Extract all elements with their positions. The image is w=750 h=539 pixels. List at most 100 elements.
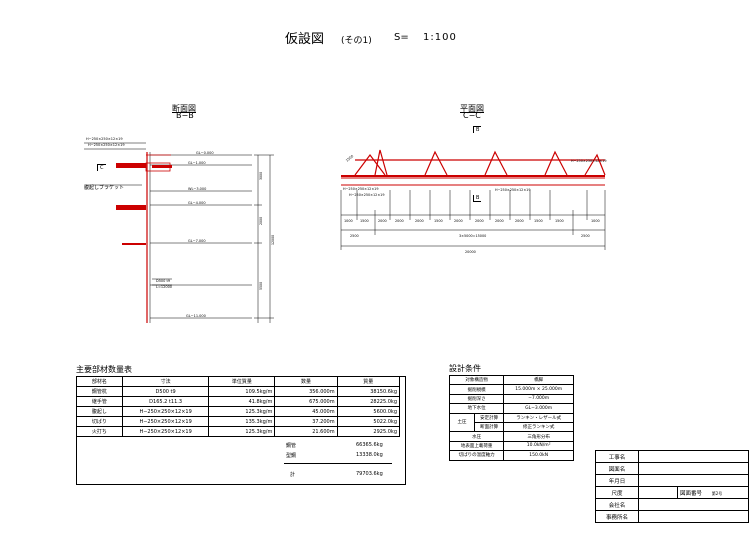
cell: 土圧 — [449, 412, 475, 433]
cell: 135.3kg/m — [208, 416, 276, 427]
level-label: WL−3.000 — [188, 187, 206, 191]
cell: 図面番号 第2号 — [677, 486, 749, 499]
level-label: GL−1.000 — [188, 161, 206, 165]
cell: 41.8kg/m — [208, 396, 276, 407]
spacing-label: 1000 — [591, 219, 600, 223]
drawing-number-label: 図面番号 — [680, 490, 703, 497]
header-cell: 部材名 — [76, 376, 123, 387]
cell: 21.600m — [274, 426, 338, 437]
total-value: 79703.6kg — [356, 471, 383, 477]
cell: 125.3kg/m — [208, 406, 276, 417]
spacing-label: 2000 — [395, 219, 404, 223]
cell: 109.5kg/m — [208, 386, 276, 397]
cell — [638, 474, 749, 487]
cell: 切ばりの温度軸力 — [448, 450, 505, 461]
drawing-title: 仮設図 — [285, 32, 325, 47]
drawing-number-value: 第2号 — [711, 490, 723, 496]
dim-label: 3000 — [259, 172, 263, 180]
cell: 28225.0kg — [336, 396, 401, 407]
spacing-label: 1500 — [555, 219, 564, 223]
beam-spec-label: H−250×250×12×19 — [343, 187, 379, 191]
cell: 鋼管杭 — [76, 386, 123, 397]
cell: 2925.0kg — [336, 426, 401, 437]
cell: 年月日 — [595, 474, 639, 487]
cell: 5600.0kg — [336, 406, 401, 417]
table-row: 図面名 — [595, 462, 749, 475]
title-block: 工事名 図面名 年月日 尺度 図面番号 第2号 会社名 事務所名 — [595, 450, 749, 523]
table-row: 会社名 — [595, 498, 749, 511]
table-row: 土圧 安定計算 ランキン・レザール式 — [449, 412, 574, 433]
spacing-label: 1500 — [434, 219, 443, 223]
cell: 対象構造物 — [448, 374, 505, 386]
table-row: 対象構造物橋脚 — [448, 374, 574, 386]
dim-row2-label: 2500 — [350, 234, 359, 238]
cell: 地表面上載荷重 — [448, 440, 505, 452]
spacing-label: 1000 — [344, 219, 353, 223]
cell: −7.000m — [503, 393, 574, 405]
cell — [638, 486, 678, 499]
design-heading: 設計条件 — [449, 364, 481, 373]
subtotal-label-shape-steel: 型鋼 — [286, 453, 297, 459]
cell: H−250×250×12×19 — [121, 406, 210, 417]
subtotal-value-steel-pipe: 66365.6kg — [356, 442, 383, 448]
cell: 125.3kg/m — [208, 426, 276, 437]
cell: 37.200m — [274, 416, 338, 427]
table-row: 火打ち H−250×250×12×19 125.3kg/m 21.600m 29… — [76, 426, 401, 437]
pile-label: L=12000 — [156, 285, 172, 289]
cell — [638, 498, 749, 511]
cell — [638, 450, 749, 463]
dim-label: 12000 — [271, 235, 275, 245]
cell: 地下水位 — [448, 403, 505, 414]
header-cell: 寸法 — [121, 376, 210, 387]
spacing-label: 2000 — [515, 219, 524, 223]
cell: 10.0kN/m² — [503, 440, 574, 452]
cell: 三角形分布 — [503, 431, 574, 442]
dim-row2-label: 3×5000=15000 — [459, 234, 486, 238]
subtotal-value-shape-steel: 13338.0kg — [356, 452, 383, 458]
cell: 38150.6kg — [336, 386, 401, 397]
cell: 356.000m — [274, 386, 338, 397]
cell: 150.0kN — [503, 450, 574, 461]
table-row: 掘削深さ−7.000m — [448, 393, 574, 405]
cell — [638, 510, 749, 523]
level-label: GL−4.000 — [188, 201, 206, 205]
spacing-label: 2000 — [415, 219, 424, 223]
cell: 工事名 — [595, 450, 639, 463]
dim-label: 5500 — [259, 282, 263, 290]
cell: 尺度 — [595, 486, 639, 499]
spacing-label: 2000 — [378, 219, 387, 223]
total-label: 計 — [290, 472, 296, 478]
level-label: GL−7.000 — [188, 239, 206, 243]
cell: 5022.0kg — [336, 416, 401, 427]
cell: D500 t9 — [121, 386, 210, 397]
cell: ランキン・レザール式 — [503, 412, 574, 423]
cell: H−250×250×12×19 — [121, 426, 210, 437]
subtotal-label-steel-pipe: 鋼管 — [286, 443, 297, 449]
cell — [638, 462, 749, 475]
table-row: 鋼管杭 D500 t9 109.5kg/m 356.000m 38150.6kg — [76, 386, 401, 397]
table-row: 切ばり H−250×250×12×19 135.3kg/m 37.200m 50… — [76, 416, 401, 427]
bracket-label: 腹起しブラケット — [84, 185, 125, 191]
beam-spec-label: H−250×250×12×19 — [571, 159, 607, 163]
plan-view-title: 平面図 — [460, 104, 484, 113]
total-divider — [284, 463, 392, 464]
cell: D165.2 t11.3 — [121, 396, 210, 407]
table-row: 継手管 D165.2 t11.3 41.8kg/m 675.000m 28225… — [76, 396, 401, 407]
table-row: 工事名 — [595, 450, 749, 463]
spacing-label: 2000 — [454, 219, 463, 223]
beam-spec-label: H−250×250×12×19 — [86, 137, 123, 141]
section-view-label: B−B — [176, 111, 194, 120]
cell: H−250×250×12×19 — [121, 416, 210, 427]
spacing-label: 2000 — [495, 219, 504, 223]
drawing-subtitle: (その1) — [341, 36, 372, 46]
dim-1500-label: 1500 — [345, 154, 354, 163]
header-cell: 数量 — [274, 376, 338, 387]
cell: 事務所名 — [595, 510, 639, 523]
cell: 図面名 — [595, 462, 639, 475]
cell: 15.000m × 25.000m — [503, 384, 574, 395]
cell: GL−3.000m — [503, 403, 574, 414]
